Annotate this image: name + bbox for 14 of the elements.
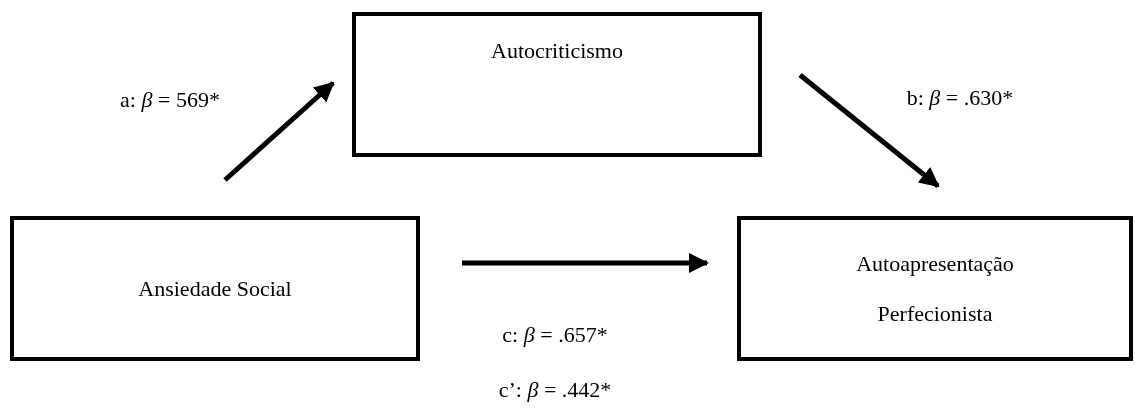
variable-name: Autocriticismo (491, 38, 623, 64)
arrow (223, 81, 335, 182)
edge-label: b: β = .630* (906, 85, 1014, 111)
variable-name: Autoapresentação (856, 250, 1014, 277)
variable-box (352, 12, 762, 157)
arrow (462, 253, 709, 273)
variable-box (10, 216, 420, 361)
variable-name: Perfecionista (877, 300, 993, 327)
edge-label: c: β = .657* (502, 322, 608, 348)
variable-name: Ansiedade Social (138, 275, 292, 302)
coefficient-label: c’: β = .442* (498, 377, 612, 403)
variable-box (737, 216, 1133, 361)
arrow (798, 73, 940, 188)
edge-label: a: β = 569* (120, 87, 220, 113)
